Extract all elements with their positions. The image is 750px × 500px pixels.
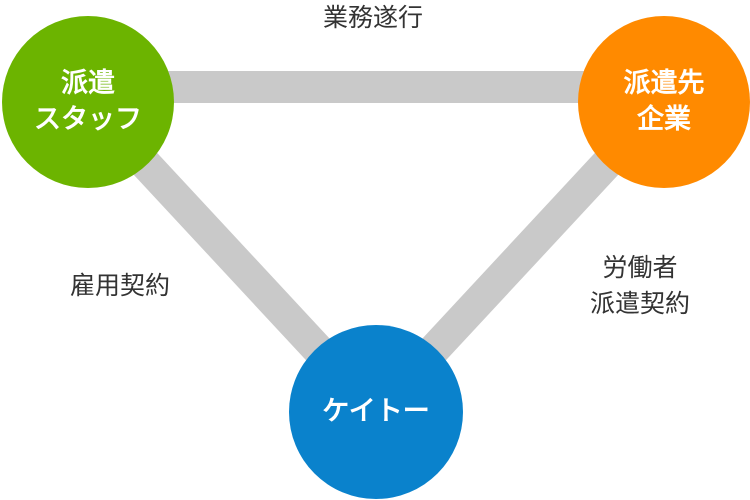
relation-label-left-text: 雇用契約 bbox=[69, 271, 170, 300]
staff-node-label-line1: 派遣 bbox=[61, 67, 115, 99]
relation-label-top-text: 業務遂行 bbox=[322, 3, 423, 32]
client-company-node: 派遣先 企業 bbox=[578, 16, 750, 188]
keito-node-label: ケイトー bbox=[322, 395, 430, 427]
relation-label-employment-contract: 雇用契約 bbox=[40, 268, 200, 304]
client-node-label-line2: 企業 bbox=[637, 104, 691, 135]
relation-label-right-line2: 派遣契約 bbox=[589, 289, 690, 319]
client-node-label-line1: 派遣先 bbox=[623, 67, 705, 99]
staff-node-label-line2: スタッフ bbox=[34, 104, 142, 135]
relation-label-dispatch-contract: 労働者 派遣契約 bbox=[560, 250, 720, 323]
keito-node: ケイトー bbox=[289, 325, 463, 499]
relation-label-right-line1: 労働者 bbox=[602, 253, 678, 282]
relation-label-business-execution: 業務遂行 bbox=[298, 0, 448, 36]
staff-node: 派遣 スタッフ bbox=[2, 16, 174, 188]
